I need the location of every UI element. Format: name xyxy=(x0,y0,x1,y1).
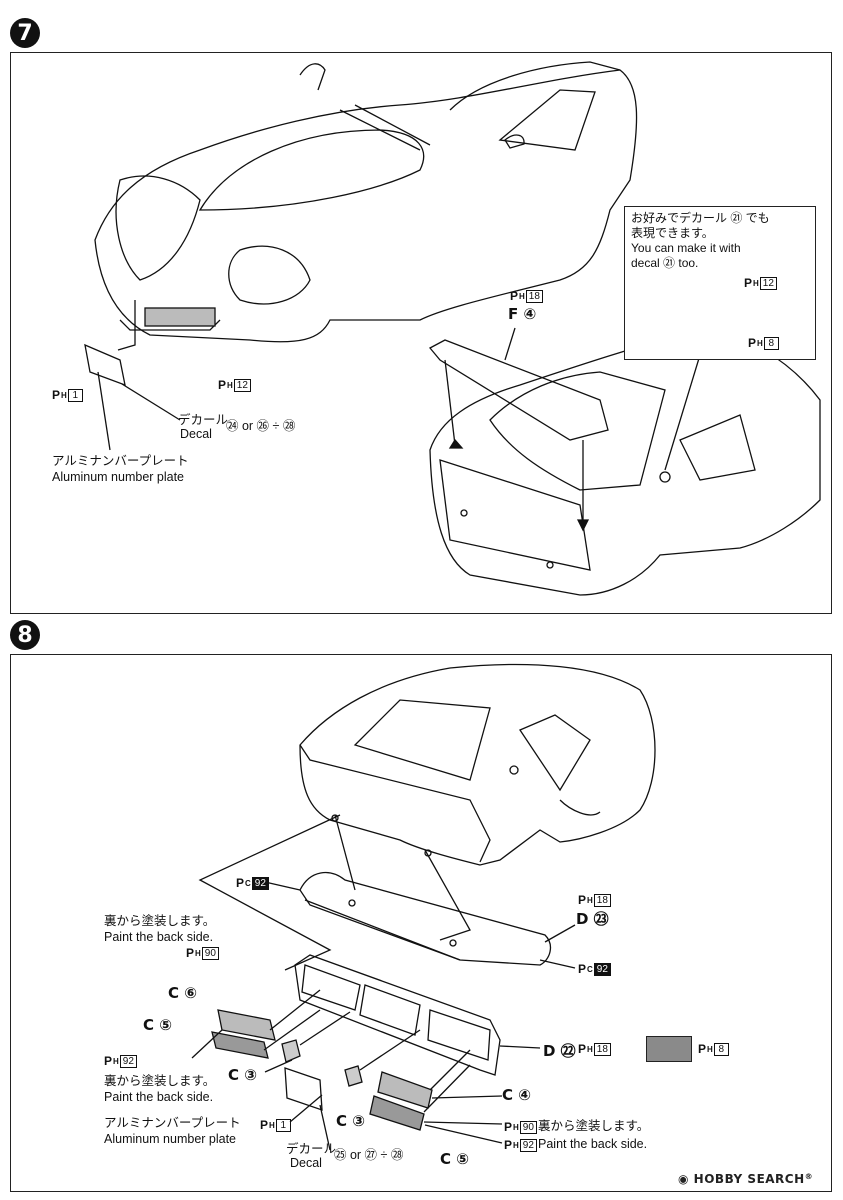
decal-label-ja: デカール xyxy=(178,413,229,427)
color-swatch xyxy=(646,1036,692,1062)
right-backside-en: Paint the back side. xyxy=(538,1137,648,1151)
backside-label2-en: Paint the back side. xyxy=(104,1090,214,1104)
part-c3-right: C ③ xyxy=(336,1112,365,1130)
plate-label-ja: アルミナンバープレート xyxy=(104,1116,241,1130)
decal-label-en: Decal xyxy=(290,1156,322,1170)
decal-refs: ㉔ or ㉖ ÷ ㉘ xyxy=(226,419,296,433)
watermark-logo-icon: ◉ xyxy=(678,1172,689,1186)
plate-label-ja: アルミナンバープレート xyxy=(52,454,189,468)
callout-ja-line1: お好みでデカール ㉑ でも xyxy=(631,211,770,225)
backside-label-ja: 裏から塗装します。 xyxy=(104,914,216,928)
right-backside-ja: 裏から塗装します。 xyxy=(538,1119,650,1133)
backside-label-en: Paint the back side. xyxy=(104,930,214,944)
decal-label-en: Decal xyxy=(180,427,212,441)
part-c4: C ④ xyxy=(502,1086,531,1104)
part-c6: C ⑥ xyxy=(168,984,197,1002)
decal-refs: ㉕ or ㉗ ÷ ㉘ xyxy=(334,1148,404,1162)
step-number-badge: 7 xyxy=(10,18,40,48)
decal-label-ja: デカール xyxy=(286,1142,337,1156)
part-d22: D ㉒ xyxy=(543,1042,576,1060)
plate-label-en: Aluminum number plate xyxy=(104,1132,237,1146)
decal-option-callout: お好みでデカール ㉑ でも 表現できます。 You can make it wi… xyxy=(624,206,816,360)
step-number-badge: 8 xyxy=(10,620,40,650)
watermark: ◉ HOBBY SEARCH® xyxy=(678,1172,813,1186)
callout-en-line2: decal ㉑ too. xyxy=(631,256,699,270)
part-c3-left: C ③ xyxy=(228,1066,257,1084)
watermark-brand: HOBBY SEARCH xyxy=(693,1172,805,1186)
part-f4: F ④ xyxy=(508,305,537,323)
callout-ja-line2: 表現できます。 xyxy=(631,226,714,240)
part-c5: C ⑤ xyxy=(143,1016,172,1034)
watermark-reg: ® xyxy=(804,1172,814,1181)
backside-label2-ja: 裏から塗装します。 xyxy=(104,1074,216,1088)
plate-label-en: Aluminum number plate xyxy=(52,470,185,484)
part-c5-right: C ⑤ xyxy=(440,1150,469,1168)
part-d23: D ㉓ xyxy=(576,910,609,928)
callout-en-line1: You can make it with xyxy=(631,241,741,255)
